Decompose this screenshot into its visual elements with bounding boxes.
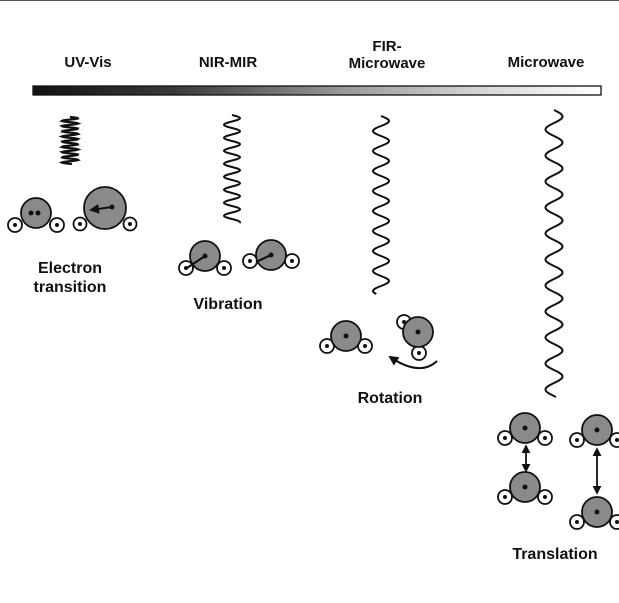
wave-nir-mir — [223, 114, 241, 224]
wave-uv-vis — [58, 115, 82, 166]
nucleus-dot — [222, 266, 226, 270]
electron-dot — [28, 210, 34, 216]
nucleus-dot — [415, 329, 421, 335]
bond-line — [186, 255, 206, 269]
nucleus-dot — [325, 344, 329, 348]
band-label-uv-vis: UV-Vis — [64, 54, 112, 71]
molecule-icon — [72, 186, 138, 232]
nucleus-dot — [575, 520, 579, 524]
band-label-fir-line1: FIR- — [372, 38, 402, 55]
nucleus-dot — [503, 495, 507, 499]
molecule-icon — [569, 414, 619, 448]
rotation-arrow-icon — [388, 355, 438, 369]
molecule-icon — [396, 314, 434, 361]
label-translation: Translation — [512, 546, 598, 563]
electron-dot — [109, 204, 115, 210]
nucleus-dot — [248, 259, 252, 263]
wave-microwave — [544, 109, 564, 398]
nucleus-dot — [615, 438, 619, 442]
molecule-icon — [497, 471, 553, 505]
label-electron-line1: Electron — [37, 260, 102, 277]
nucleus-dot — [543, 436, 547, 440]
nucleus-dot — [290, 259, 294, 263]
hydrogen-atom — [609, 514, 619, 530]
top-rule — [0, 0, 619, 1]
hydrogen-atom — [609, 432, 619, 448]
nucleus-dot — [503, 436, 507, 440]
molecule-icon — [497, 412, 553, 446]
nucleus-dot — [594, 427, 600, 433]
label-rotation: Rotation — [357, 390, 423, 407]
molecule-icon — [7, 197, 65, 233]
nucleus-dot — [543, 495, 547, 499]
molecule-icon — [178, 240, 232, 276]
molecule-icon — [242, 239, 300, 271]
bond-line — [255, 254, 272, 263]
nucleus-dot — [55, 223, 59, 227]
nucleus-dot — [615, 520, 619, 524]
spectrum-gradient-bar — [32, 85, 602, 96]
label-vibration: Vibration — [193, 296, 263, 313]
nucleus-dot — [13, 223, 17, 227]
band-label-fir-microwave: FIR- Microwave — [332, 38, 442, 72]
nucleus-dot — [522, 484, 528, 490]
nucleus-dot — [417, 351, 421, 355]
nucleus-dot — [78, 222, 82, 226]
nucleus-dot — [575, 438, 579, 442]
band-label-microwave: Microwave — [507, 54, 585, 71]
nucleus-dot — [363, 344, 367, 348]
electron-dot — [35, 210, 41, 216]
molecule-icon — [569, 496, 619, 530]
band-label-fir-line2: Microwave — [348, 55, 426, 72]
nucleus-dot — [128, 222, 132, 226]
nucleus-dot — [343, 333, 349, 339]
wave-fir-microwave — [371, 115, 391, 295]
nucleus-dot — [522, 425, 528, 431]
label-electron-transition: Electron transition — [20, 259, 120, 297]
band-label-nir-mir: NIR-MIR — [198, 54, 258, 71]
arrow-icon — [89, 203, 113, 214]
nucleus-dot — [594, 509, 600, 515]
molecule-icon — [319, 320, 373, 354]
label-electron-line2: transition — [33, 279, 107, 296]
